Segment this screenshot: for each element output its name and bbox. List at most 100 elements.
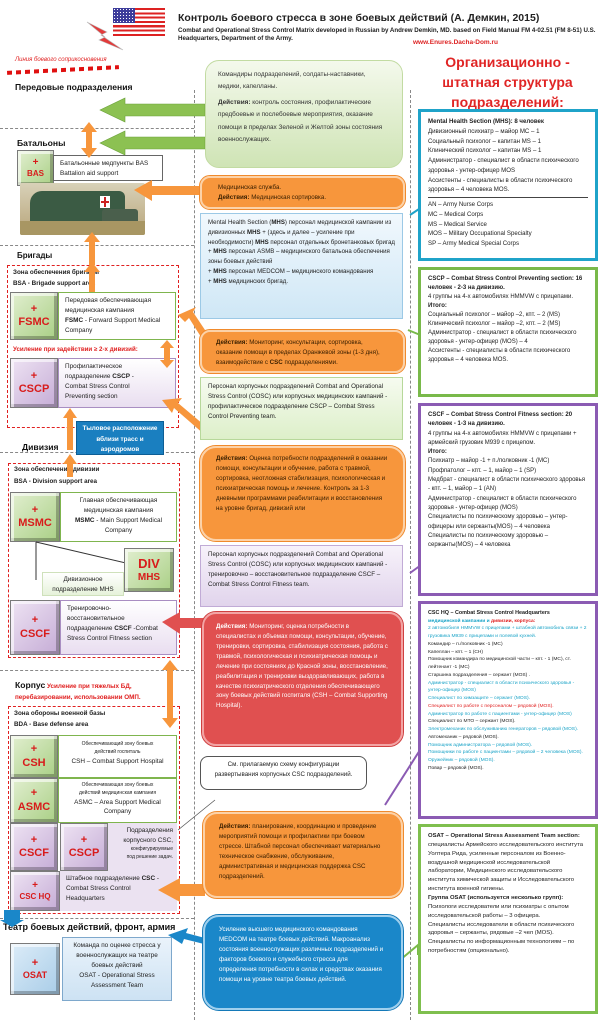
plus-icon: +	[31, 957, 39, 969]
csh-description: Обеспечивающий зону боевых действий госп…	[58, 735, 177, 778]
actions-label: Действия:	[219, 823, 251, 830]
cscp-box-line: Ассистенты - специалисты в области психи…	[428, 348, 571, 363]
see-scheme-note: См. прилагаемую схему конфигурации разве…	[200, 756, 367, 790]
asmc-code: ASMC	[17, 800, 51, 813]
hq-box-line: Специалист по МТО – сержант (MOS).	[428, 719, 516, 725]
osat-box-line: Специалисты исследователи в области псих…	[428, 921, 575, 937]
orange-arrow-icon	[84, 232, 100, 265]
cscp-code: CSCP	[18, 383, 50, 395]
medservice-actions: Медицинская сортировка.	[249, 193, 327, 201]
hq-box-line: Администратор - специалист в области пси…	[428, 680, 575, 694]
csc-hq-code: CSC HQ	[19, 892, 51, 902]
hq-box-line: Повар – рядовой (MOS).	[428, 765, 484, 771]
brigade-actions-text: подразделениями.	[282, 358, 338, 366]
plus-icon: +	[30, 743, 38, 756]
brigade-actions-text: Мониторинг, консультации, сортировка, ок…	[216, 339, 380, 366]
plus-icon: +	[80, 833, 88, 846]
mhs-box-line: Социальный психолог – капитан MS – 1	[428, 137, 542, 145]
commanders-actions: контроль состояния, профилактические пре…	[218, 98, 383, 144]
bas-code: BAS	[27, 169, 44, 179]
mhs-bold: MHS	[213, 267, 227, 275]
fsmc-description: Передовая обеспечивающая медицинская кам…	[58, 292, 176, 340]
osat-line: боевых действий	[91, 961, 143, 969]
fsmc-line: Передовая обеспечивающая	[65, 297, 152, 304]
hq-box-sub: дивизии, корпуса:	[491, 618, 536, 624]
osat-line: Команда по оценке стресса у	[73, 942, 161, 949]
brigade-actions-bubble: Действия: Мониторинг, консультации, сорт…	[199, 329, 406, 374]
bas-line: Battalion aid support	[60, 169, 119, 177]
green-arrow-icon	[99, 130, 206, 156]
medservice-text: Медицинская служба.	[218, 184, 282, 191]
cscp-line: Профилактическое	[65, 363, 123, 370]
cscp-structure-box: CSCP – Combat Stress Control Preventing …	[418, 267, 598, 397]
csc-hq-badge: + CSC HQ	[10, 871, 60, 911]
guide-line	[0, 670, 194, 671]
cscp-line: подразделение	[65, 372, 113, 380]
csh-line: действий госпиталь	[94, 748, 141, 755]
osat-structure-box: OSAT – Operational Stress Assessment Tea…	[418, 824, 598, 1014]
osat-line: военнослужащих на театре	[76, 951, 158, 959]
lightning-icon	[86, 21, 124, 51]
hq-box-line: Помощники по работе с пациентами – рядов…	[428, 750, 583, 756]
fsmc-bold: FSMC	[65, 316, 84, 324]
division-support-zone	[8, 463, 180, 658]
cscp-callout: Персонал корпусных подразделений Combat …	[200, 377, 403, 440]
csh-badge: + CSH	[10, 735, 58, 778]
cscf-line: Тренировочно-	[67, 605, 112, 612]
corps-units-line: под решение задач.	[126, 853, 173, 860]
msmc-bold: MSMC	[74, 516, 95, 524]
plus-icon: +	[30, 369, 38, 382]
connector-line	[35, 541, 131, 580]
plus-icon: +	[30, 302, 38, 315]
mhs-box-title: Mental Health Section (MHS): 8 человек	[428, 118, 544, 125]
mhs-box-line: Ассистенты - специалисты в области психи…	[428, 176, 573, 194]
cscf-box-title: CSCF – Combat Stress Control Fitness sec…	[428, 412, 573, 428]
total-label: Итого:	[428, 449, 447, 456]
corps-units-description: Подразделения корпусного CSC, конфигурир…	[108, 823, 177, 871]
mhs-structure-box: Mental Health Section (MHS): 8 человек Д…	[418, 109, 598, 261]
mhs-text: персонал MEDCOM – медицинского командова…	[226, 267, 374, 275]
legend-item: AN – Army Nurse Corps	[428, 201, 494, 208]
msmc-badge: + MSMC	[10, 492, 60, 542]
csc-hq-line: Штабное подразделение	[66, 875, 142, 882]
csh-code: CSH	[22, 756, 46, 769]
cscf-box-line: Медбрат - специалист в области психическ…	[428, 477, 585, 493]
bda-subtitle: BDA - Base defense area	[14, 721, 89, 728]
actions-label: Действия:	[218, 193, 250, 201]
dsa-subtitle: BSA - Division support area	[14, 478, 98, 485]
csh-line: Обеспечивающий зону боевых	[81, 741, 154, 747]
osat-box-line: Специалисты по информационным технология…	[428, 939, 575, 955]
bsa-subtitle: BSA - Brigade support area	[13, 280, 95, 287]
page-title: Контроль боевого стресса в зоне боевых д…	[178, 12, 540, 24]
mhs-text: +	[208, 248, 214, 256]
osat-line: OSAT - Operational Stress	[79, 971, 155, 979]
osat-box-line: Психологи исследователи или психиатры с …	[428, 903, 569, 919]
cscp-description: Профилактическое подразделение CSCP - Co…	[58, 358, 176, 408]
battalions-label: Батальоны	[17, 138, 66, 148]
actions-label: Действия:	[216, 339, 248, 346]
plus-icon: +	[32, 157, 39, 169]
plus-icon: +	[31, 614, 39, 627]
cscf-line: восстановительное	[67, 614, 125, 622]
website-link[interactable]: www.Enures.Dacha-Dom.ru	[413, 39, 498, 46]
csc-hq-description: Штабное подразделение CSC - Combat Stres…	[60, 871, 177, 911]
hq-box-line: Помощник администратора – рядовой (MOS).	[428, 742, 533, 748]
fsmc-code: FSMC	[18, 316, 50, 328]
medservice-bubble: Медицинская служба. Действия: Медицинска…	[199, 175, 406, 210]
corps-cscp-badge: + CSCP	[60, 823, 108, 871]
mhs-text: персонал отдельных бронетанковых бригад	[268, 238, 395, 246]
guide-line	[194, 90, 195, 1020]
medcom-bubble: Усиление высшего медицинского командован…	[202, 914, 404, 1011]
bas-line: Батальонные медпункты BAS	[60, 160, 149, 167]
corps-cscf-badge: + CSCF	[10, 823, 58, 871]
cscp-box-title: CSCP – Combat Stress Control Preventing …	[428, 276, 583, 291]
osat-description: Команда по оценке стресса у военнослужащ…	[62, 937, 172, 1001]
division-actions-bubble: Действия: Оценка потребности подразделен…	[199, 445, 406, 542]
hq-box-lines: 2 автомобиля HMMVW с прицепами + штабной…	[428, 625, 588, 772]
corps-units-line: корпусного CSC,	[123, 836, 173, 844]
cscf-line: -Combat	[131, 624, 158, 632]
hq-box-line: 2 автомобиля HMMVW с прицепами + штабной…	[428, 626, 587, 640]
cscf-bold: CSCF	[114, 624, 132, 632]
csc-hq-line: Combat Stress Control	[66, 884, 131, 892]
mhs-text: Mental Health Section (	[208, 219, 272, 226]
